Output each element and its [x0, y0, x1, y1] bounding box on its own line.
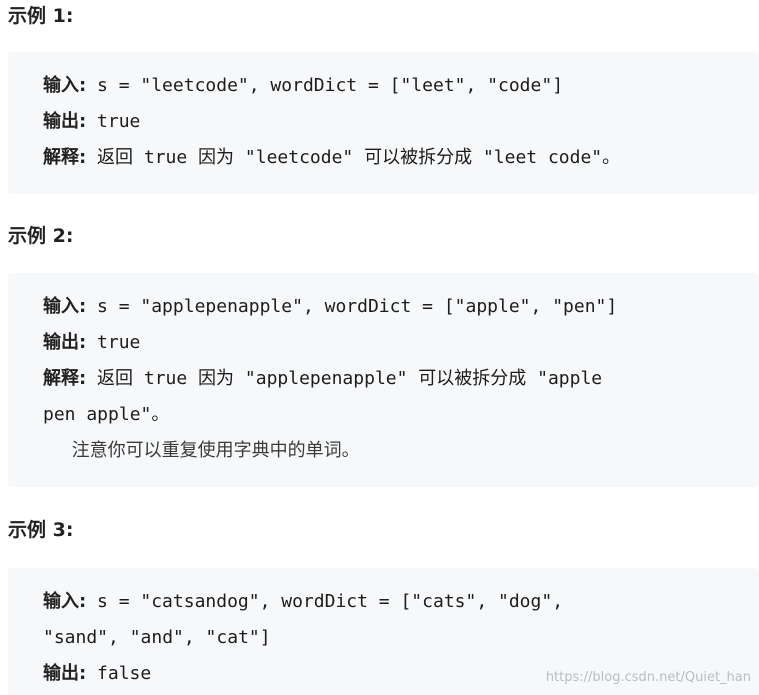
example-2-note-line: 注意你可以重复使用字典中的单词。: [43, 439, 360, 463]
input-label: 输入:: [43, 296, 87, 317]
output-text: true: [86, 332, 141, 353]
watermark: https://blog.csdn.net/Quiet_han: [545, 670, 751, 685]
input-text-continued: "sand", "and", "cat"]: [43, 627, 271, 648]
output-text: false: [86, 663, 152, 684]
example-1-title: 示例 1:: [8, 5, 74, 27]
explain-text: 返回 true 因为 "applepenapple" 可以被拆分成 "apple: [86, 368, 603, 389]
example-2-block: 输入: s = "applepenapple", wordDict = ["ap…: [8, 273, 759, 487]
output-label: 输出:: [43, 332, 87, 353]
output-label: 输出:: [43, 663, 87, 684]
example-1-block: 输入: s = "leetcode", wordDict = ["leet", …: [8, 52, 759, 194]
example-1-explain-line: 解释: 返回 true 因为 "leetcode" 可以被拆分成 "leet c…: [43, 146, 620, 170]
explain-text-continued: pen apple"。: [43, 404, 170, 425]
input-text: s = "catsandog", wordDict = ["cats", "do…: [86, 591, 564, 612]
example-3-input-continuation: "sand", "and", "cat"]: [43, 626, 271, 650]
input-label: 输入:: [43, 75, 87, 96]
explain-label: 解释:: [43, 147, 87, 168]
example-2-output-line: 输出: true: [43, 331, 140, 355]
explain-text: 返回 true 因为 "leetcode" 可以被拆分成 "leet code"…: [86, 147, 621, 168]
output-label: 输出:: [43, 111, 87, 132]
example-3-input-line: 输入: s = "catsandog", wordDict = ["cats",…: [43, 590, 563, 614]
example-1-input-line: 输入: s = "leetcode", wordDict = ["leet", …: [43, 74, 563, 98]
example-3-output-line: 输出: false: [43, 662, 151, 686]
example-2-input-line: 输入: s = "applepenapple", wordDict = ["ap…: [43, 295, 617, 319]
example-2-explain-continuation: pen apple"。: [43, 403, 169, 427]
explain-label: 解释:: [43, 368, 87, 389]
output-text: true: [86, 111, 141, 132]
input-text: s = "applepenapple", wordDict = ["apple"…: [86, 296, 618, 317]
example-1-output-line: 输出: true: [43, 110, 140, 134]
example-2-explain-line: 解释: 返回 true 因为 "applepenapple" 可以被拆分成 "a…: [43, 367, 602, 391]
example-3-title: 示例 3:: [8, 519, 74, 541]
example-3-block: 输入: s = "catsandog", wordDict = ["cats",…: [8, 568, 759, 695]
note-text: 注意你可以重复使用字典中的单词。: [43, 440, 360, 461]
input-text: s = "leetcode", wordDict = ["leet", "cod…: [86, 75, 564, 96]
input-label: 输入:: [43, 591, 87, 612]
example-2-title: 示例 2:: [8, 225, 74, 247]
